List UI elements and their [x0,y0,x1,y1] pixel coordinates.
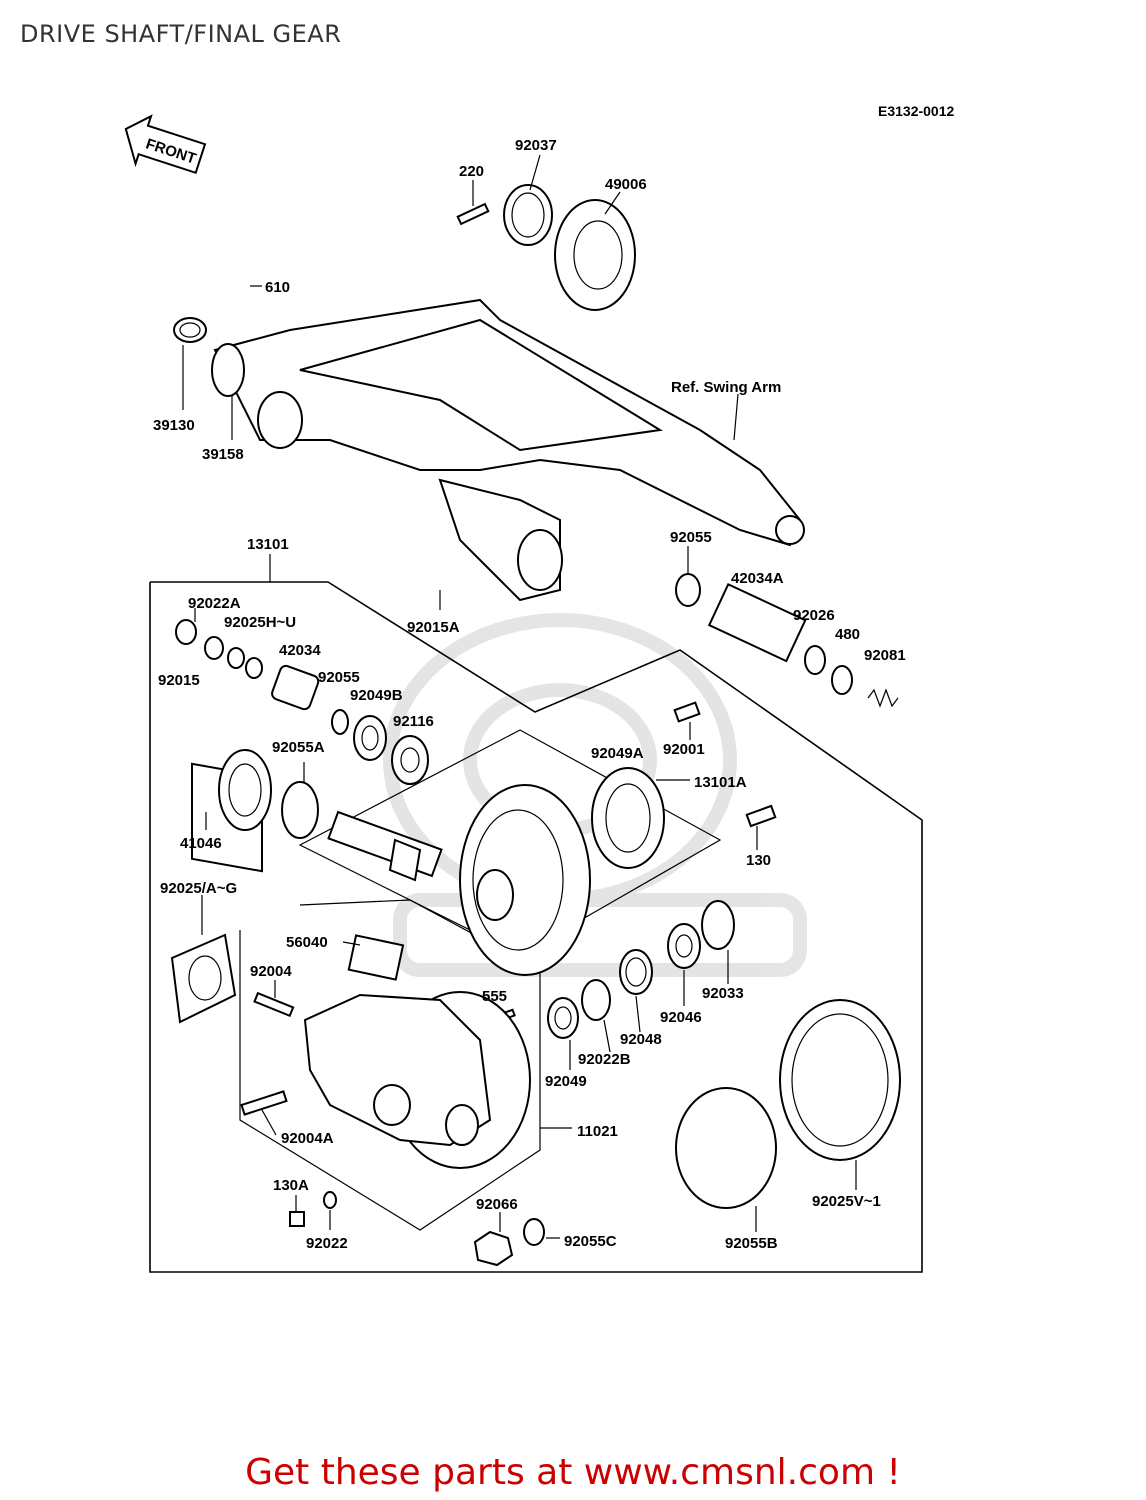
label-92055B: 92055B [725,1235,778,1252]
diagram-code: E3132-0012 [878,103,955,119]
oring-92055-top [675,573,701,607]
label-92001: 92001 [663,741,705,758]
pin-92004 [253,991,295,1018]
label-92025V1: 92025V~1 [812,1193,881,1210]
bolt-130 [745,804,777,828]
label-13101A: 13101A [694,774,747,791]
label-92004A: 92004A [281,1130,334,1147]
label-92055-top: 92055 [670,529,712,546]
label-92046: 92046 [660,1009,702,1026]
bearing-92116 [391,735,429,785]
washer-92022 [323,1191,337,1209]
seal-92049A [591,767,665,869]
label-92022: 92022 [306,1235,348,1252]
circlip-92033 [701,900,735,950]
ring-gear-13101A [459,784,591,976]
bearing-92049B [353,715,387,761]
circlip-480 [831,665,853,695]
ring-39130 [173,317,207,343]
stud-92004A [240,1090,288,1116]
label-610: 610 [265,279,290,296]
label-49006: 49006 [605,176,647,193]
label-220: 220 [459,163,484,180]
label-92055C: 92055C [564,1233,617,1250]
oring-92055A [281,781,319,839]
label-42034: 42034 [279,642,321,659]
washer-92022A [204,636,224,660]
cap-92015 [175,619,197,645]
label-92022B: 92022B [578,1051,631,1068]
bolt-220 [456,202,490,226]
label-92116: 92116 [393,713,434,730]
plate-56040 [347,934,405,981]
case-subassembly-box [239,899,541,1231]
seal-92049 [547,997,579,1039]
label-92015: 92015 [158,672,200,689]
label-39130: 39130 [153,417,195,434]
housing-41046 [191,749,272,873]
assembly-frame-13101 [149,581,923,1273]
footer-advert-link[interactable]: Get these parts at www.cmsnl.com ! [245,1452,901,1493]
label-13101: 13101 [247,536,289,553]
ref-swing-arm-label: Ref. Swing Arm [671,379,781,396]
label-92049: 92049 [545,1073,587,1090]
label-92049A: 92049A [591,745,644,762]
swing-arm-39158 [211,298,805,602]
shims-92025HU [227,647,263,679]
label-92049B: 92049B [350,687,403,704]
gasket-92025AG [170,933,237,1024]
front-arrow-icon: FRONT [124,114,207,175]
gear-subassembly-box [298,729,722,956]
label-130: 130 [746,852,771,869]
label-41046: 41046 [180,835,222,852]
plug-92066 [473,1230,514,1267]
label-92022A: 92022A [188,595,241,612]
shim-92022B [581,979,611,1021]
label-92037: 92037 [515,137,557,154]
oring-92055-mid [331,709,349,735]
gasket-92025V1 [779,999,901,1161]
bearing-92046 [667,923,701,969]
shaft-42034A [707,582,807,663]
label-92033: 92033 [702,985,744,1002]
clamp-92037 [503,184,553,246]
bolt-130A [289,1211,305,1227]
label-92025HU: 92025H~U [224,614,296,631]
label-92004: 92004 [250,963,292,980]
oring-92055B [675,1087,777,1209]
diagram-title: DRIVE SHAFT/FINAL GEAR [20,20,342,48]
coupling-42034 [271,664,320,711]
spring-92081 [867,688,899,708]
label-92048: 92048 [620,1031,662,1048]
spacer-92048 [619,949,653,995]
label-92081: 92081 [864,647,906,664]
final-gear-case-11021 [303,991,531,1169]
boot-49006 [554,199,636,311]
label-42034A: 42034A [731,570,784,587]
label-92055-mid: 92055 [318,669,360,686]
label-92015A: 92015A [407,619,460,636]
label-555: 555 [482,988,507,1005]
label-92025AG: 92025/A~G [160,880,237,897]
label-11021: 11021 [577,1123,618,1140]
label-480: 480 [835,626,860,643]
label-92026: 92026 [793,607,835,624]
ring-92026 [804,645,826,675]
leader-lines [182,154,857,1239]
label-39158: 39158 [202,446,244,463]
label-92066: 92066 [476,1196,518,1213]
label-92055A: 92055A [272,739,325,756]
label-56040: 56040 [286,934,328,951]
label-130A: 130A [273,1177,309,1194]
oring-92055C [523,1218,545,1246]
bolt-92001 [673,701,701,723]
pinion-gear [327,810,443,882]
